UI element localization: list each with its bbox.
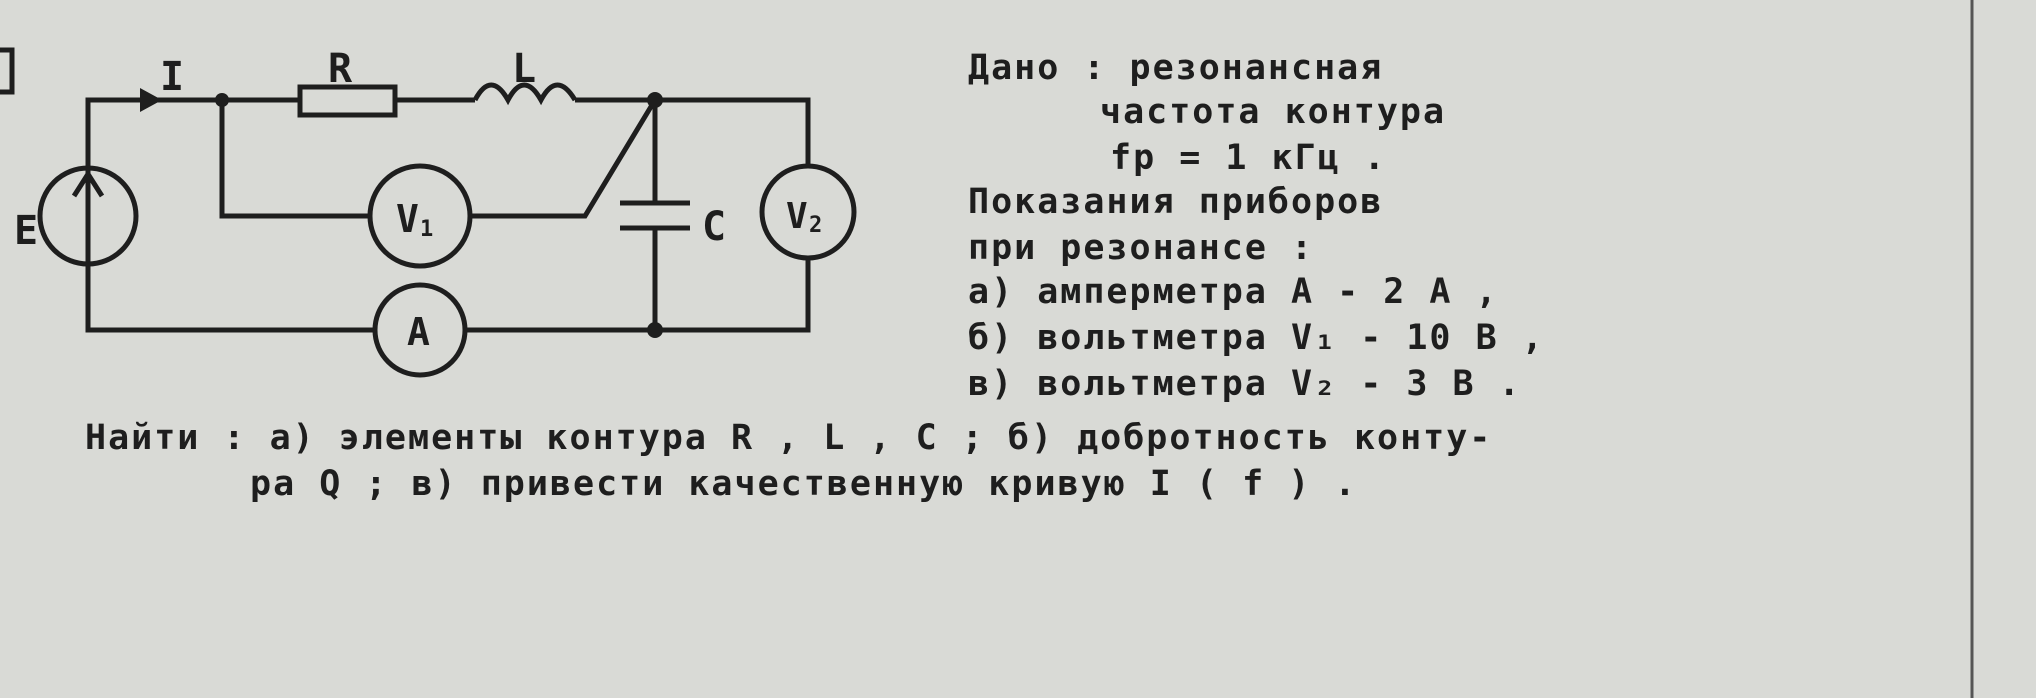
current-arrow-icon xyxy=(140,88,162,112)
source-arrow-icon xyxy=(71,168,105,264)
label-voltmeter1: V xyxy=(396,197,419,241)
node xyxy=(647,92,663,108)
voltmeter-1 xyxy=(367,163,473,269)
ammeter xyxy=(372,282,468,378)
given-line-1: Дано : резонансная xyxy=(968,48,1384,88)
voltmeter1-branch-wire xyxy=(219,98,658,219)
inductor xyxy=(472,82,578,106)
label-voltmeter1-sub: 1 xyxy=(420,217,433,242)
main-loop-wire xyxy=(85,97,811,333)
voltmeter-2 xyxy=(759,163,857,261)
given-line-4: Показания приборов xyxy=(968,182,1384,222)
find-line-1: Найти : а) элементы контура R , L , C ; … xyxy=(85,418,1493,458)
page-edge-box xyxy=(0,47,15,95)
find-line-2: ра Q ; в) привести качественную кривую I… xyxy=(250,464,1358,504)
given-line-5: при резонансе : xyxy=(968,228,1315,268)
label-resistor: R xyxy=(328,46,353,92)
label-voltmeter2: V xyxy=(786,196,808,237)
given-line-3: fр = 1 кГц . xyxy=(1110,138,1387,178)
given-line-2: частота контура xyxy=(1100,92,1447,132)
resistor xyxy=(297,84,398,118)
given-line-6: а) амперметра А - 2 А , xyxy=(968,272,1499,312)
given-line-8: в) вольтметра V₂ - 3 В . xyxy=(968,364,1522,404)
label-voltmeter2-sub: 2 xyxy=(809,213,822,238)
label-capacitor: C xyxy=(702,204,726,250)
label-inductor: L xyxy=(512,46,536,92)
node xyxy=(647,322,663,338)
label-source: E xyxy=(14,208,38,254)
label-ammeter: A xyxy=(407,310,430,354)
node xyxy=(215,93,229,107)
given-line-7: б) вольтметра V₁ - 10 В , xyxy=(968,318,1545,358)
capacitor xyxy=(620,200,690,231)
label-current: I xyxy=(160,54,184,100)
